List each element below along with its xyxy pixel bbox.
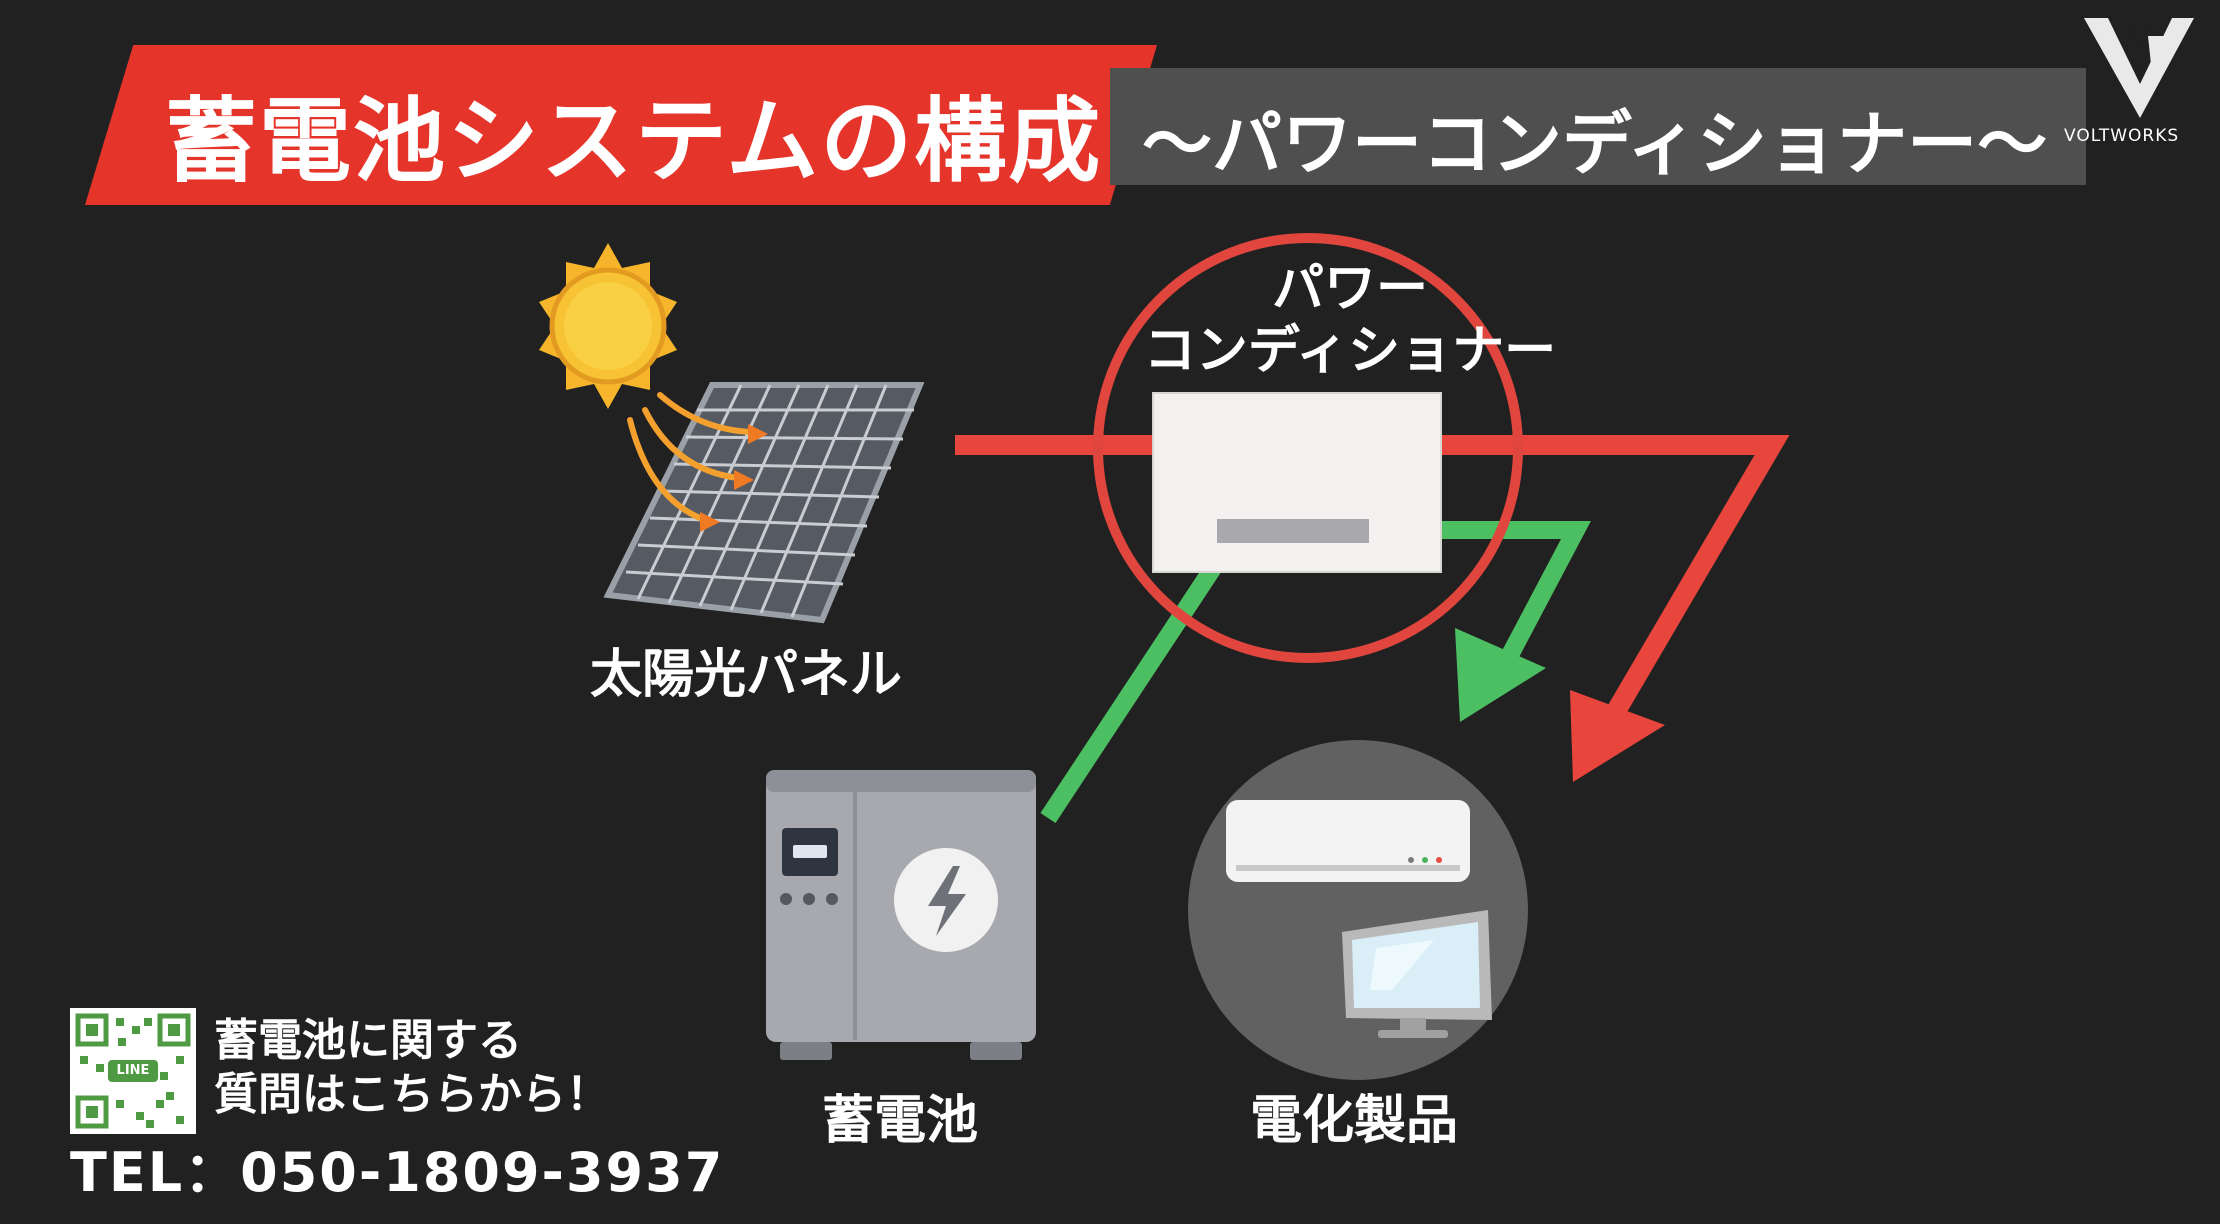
qr-line-label: LINE	[116, 1063, 150, 1078]
logo-text: VOLTWORKS	[2064, 126, 2180, 146]
power-conditioner-slot	[1217, 519, 1369, 543]
title-banner: 蓄電池システムの構成	[85, 45, 1157, 205]
sun-icon	[539, 243, 677, 409]
solar-panel-icon	[603, 382, 925, 624]
air-conditioner-icon	[1226, 800, 1470, 882]
voltworks-logo-icon	[2084, 18, 2194, 118]
tv-icon	[1342, 910, 1492, 1038]
power-conditioner-label: パワー コンディショナー	[1080, 258, 1620, 382]
power-conditioner-label-line2: コンディショナー	[1143, 321, 1557, 381]
subtitle-banner: 〜パワーコンディショナー〜	[1110, 68, 2086, 185]
solar-panel-label: 太陽光パネル	[590, 645, 903, 705]
qr-code-icon	[70, 1008, 196, 1134]
appliances-label: 電化製品	[1250, 1091, 1459, 1151]
contact-text-line2: 質問はこちらから！	[214, 1069, 610, 1120]
appliances-icon-group	[1188, 740, 1528, 1080]
battery-label: 蓄電池	[822, 1091, 979, 1151]
highlight-circle	[1093, 233, 1523, 663]
green-flow-arrow	[1040, 521, 1591, 823]
lightning-icon	[928, 866, 966, 936]
power-conditioner-label-line1: パワー	[1271, 259, 1428, 319]
power-conditioner-unit	[1152, 392, 1442, 573]
contact-text-line1: 蓄電池に関する	[214, 1015, 522, 1066]
page-title: 蓄電池システムの構成	[165, 88, 1103, 195]
page-subtitle: 〜パワーコンディショナー〜	[1142, 103, 2048, 185]
battery-icon	[766, 770, 1036, 1060]
telephone-number: TEL：050-1809-3937	[70, 1141, 725, 1204]
